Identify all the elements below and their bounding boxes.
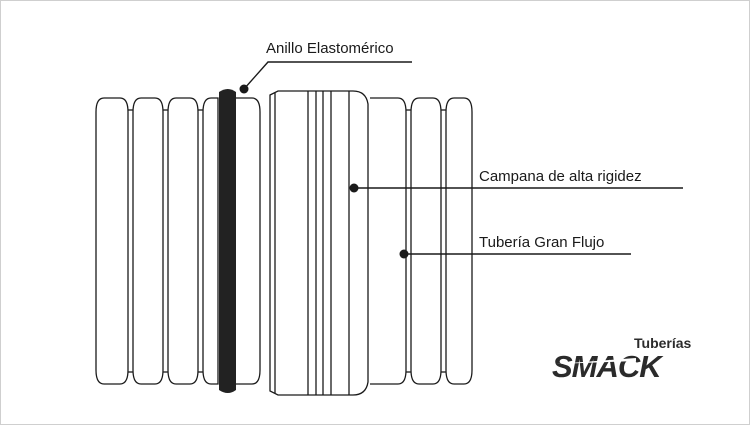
right-corrugated-pipe: [370, 97, 473, 385]
left-pipe-crest: [132, 97, 164, 385]
callout-ring: Anillo Elastomérico: [239, 40, 412, 94]
bell-socket: [269, 90, 369, 396]
left-corrugated-pipe: [95, 97, 261, 385]
logo-smack-text: SMACK: [552, 349, 664, 384]
smack-logo: Tuberías SMACK: [552, 335, 692, 384]
callout-leader: [243, 61, 412, 90]
right-pipe-crest: [410, 97, 442, 385]
label-bell: Campana de alta rigidez: [479, 168, 642, 185]
callout-pipe: Tubería Gran Flujo: [399, 234, 631, 259]
left-pipe-crest: [202, 97, 219, 385]
left-pipe-crest: [236, 97, 261, 385]
logo-tuberias-text: Tuberías: [634, 335, 692, 351]
label-pipe: Tubería Gran Flujo: [479, 234, 604, 251]
callout-bell: Campana de alta rigidez: [349, 168, 683, 193]
right-pipe-crest: [445, 97, 473, 385]
right-pipe-crest: [370, 97, 407, 385]
left-pipe-crest: [95, 97, 129, 385]
logo-swoosh: [556, 358, 636, 364]
label-ring: Anillo Elastomérico: [266, 40, 394, 57]
elastomeric-ring: [219, 89, 236, 393]
left-pipe-crest: [167, 97, 199, 385]
